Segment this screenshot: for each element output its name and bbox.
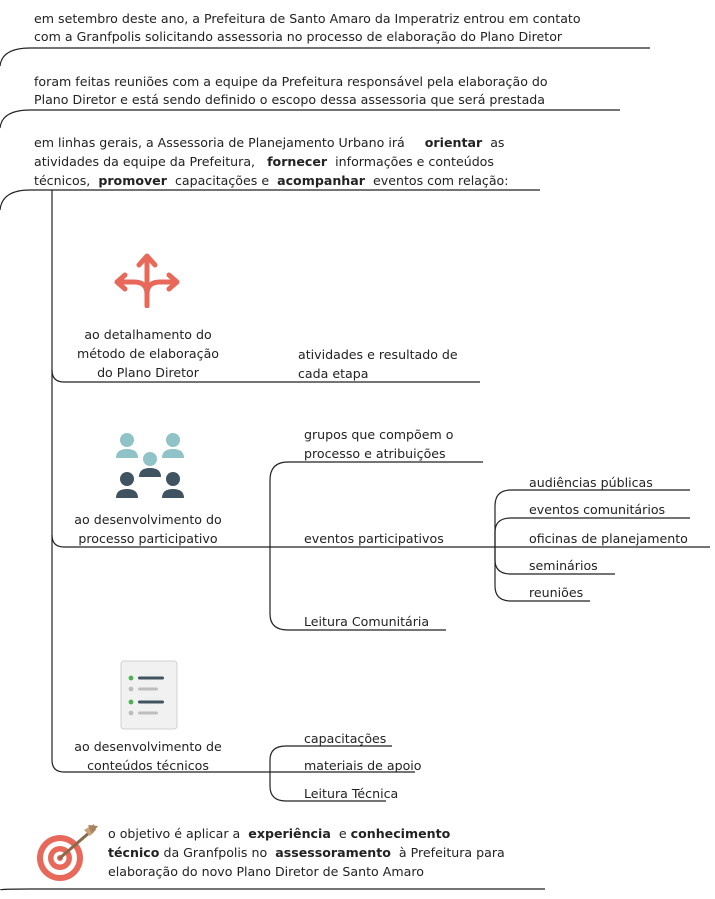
general-text: em linhas gerais, a Assessoria de Planej… [34,135,405,150]
general-bold-acompanhar: acompanhar [277,173,365,188]
objective-text: e [338,826,347,841]
technical-item: materiais de apoio [304,758,422,773]
method-child-1: atividades e resultado de [298,347,458,362]
objective-bold-conhecimento: conhecimento [350,826,451,841]
objective-line-3: elaboração do novo Plano Diretor de Sant… [108,864,424,879]
general-text: capacitações e [174,173,270,188]
objective-bold-experiencia: experiência [248,826,331,841]
general-bold-orientar: orientar [424,135,483,150]
general-text: atividades da equipe da Prefeitura, [34,154,256,169]
meetings-line-2: Plano Diretor e está sendo definido o es… [34,92,545,107]
general-bold-promover: promover [98,173,167,188]
objective-text: da Granfpolis no [163,845,268,860]
technical-item: Leitura Técnica [304,786,399,801]
objective-line-2: técnico da Granfpolis no assessoramento … [108,843,505,862]
technical-label-2: conteúdos técnicos [87,758,209,773]
groups-line-1: grupos que compõem o [304,427,454,442]
objective-bold-assessoramento: assessoramento [275,845,391,860]
event-type-item: audiências públicas [529,475,653,490]
target-icon [37,824,98,881]
split-arrows-icon [114,253,180,308]
event-type-item: eventos comunitários [529,502,666,517]
event-type-item: seminários [529,558,598,573]
objective-text: à Prefeitura para [398,845,505,860]
general-bold-fornecer: fornecer [267,154,328,169]
participatory-label-2: processo participativo [78,531,218,546]
groups-line-2: processo e atribuições [304,446,446,461]
technical-label-1: ao desenvolvimento de [74,739,222,754]
event-type-item: oficinas de planejamento [529,531,688,546]
general-line-3: técnicos, promover capacitações e acompa… [34,171,509,190]
general-text: técnicos, [34,173,91,188]
objective-text: o objetivo é aplicar a [108,826,241,841]
community-reading-label: Leitura Comunitária [304,614,430,629]
technical-item: capacitações [304,731,387,746]
participatory-label-1: ao desenvolvimento do [74,512,222,527]
meetings-line-1: foram feitas reuniões com a equipe da Pr… [34,74,548,89]
method-label-2: método de elaboração [76,346,219,361]
objective-line-1: o objetivo é aplicar a experiência e con… [108,824,450,843]
general-text: informações e conteúdos [335,154,494,169]
objective-bold-tecnico: técnico [108,845,160,860]
checklist-icon [120,660,178,730]
people-group-icon [116,433,184,498]
method-label-3: do Plano Diretor [97,365,199,380]
method-label-1: ao detalhamento do [84,327,212,342]
method-child-2: cada etapa [298,366,369,381]
events-label: eventos participativos [304,531,444,546]
general-line-2: atividades da equipe da Prefeitura, forn… [34,152,494,171]
general-text: as [490,135,505,150]
event-type-item: reuniões [529,585,584,600]
intro-line-1: em setembro deste ano, a Prefeitura de S… [34,11,581,26]
intro-line-2: com a Granfpolis solicitando assessoria … [34,29,563,44]
general-text: eventos com relação: [373,173,509,188]
general-line-1: em linhas gerais, a Assessoria de Planej… [34,133,505,152]
